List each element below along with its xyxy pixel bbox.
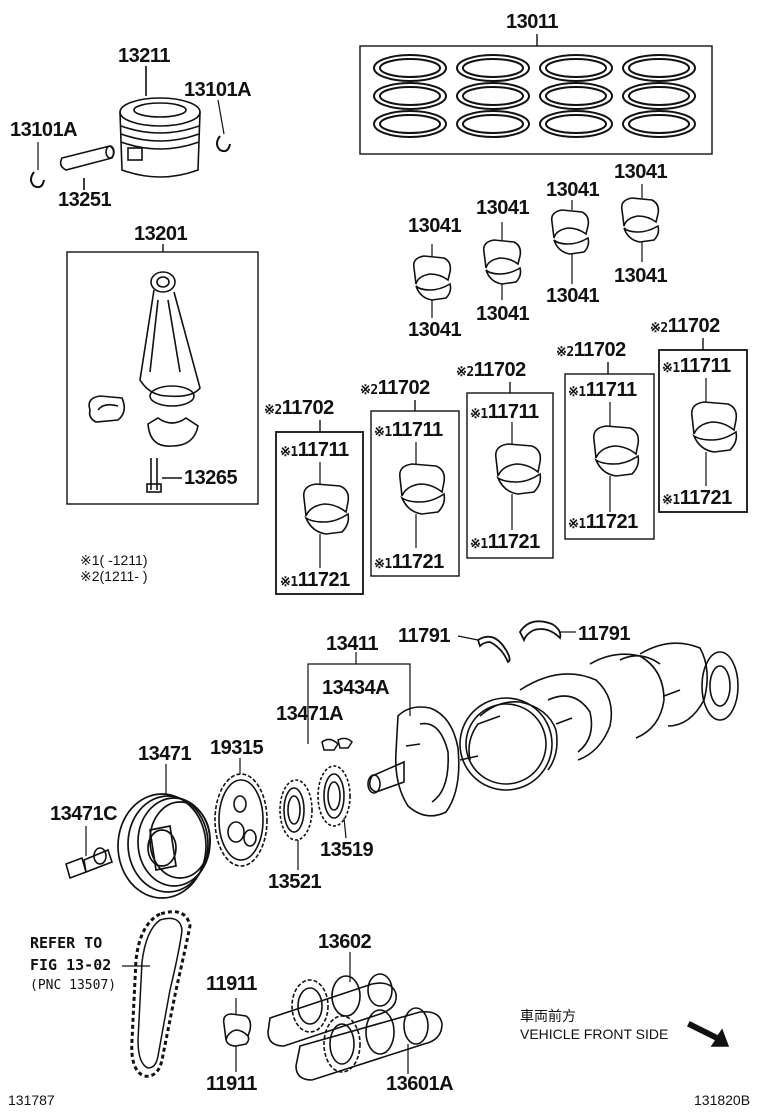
part-label-11721-3: ※111721: [470, 531, 540, 553]
drive-gear-19315: [214, 758, 268, 867]
part-label-11721-5: ※111721: [662, 487, 732, 509]
sprocket-13521: [279, 779, 313, 870]
part-label-13521: 13521: [268, 871, 322, 893]
main-bearing-5: [690, 378, 738, 486]
part-label-13411: 13411: [326, 633, 379, 655]
conrod-bearing-1: [412, 244, 452, 318]
main-bearing-2: [398, 442, 446, 548]
part-label-13041-h: 13041: [614, 265, 668, 287]
part-label-11791-left: 11791: [398, 625, 451, 647]
part-label-11711-1: ※111711: [280, 439, 349, 461]
conrod-bearing-3: [550, 200, 590, 284]
marker-1: ※1: [568, 517, 586, 532]
thrust-washer-right: [518, 620, 576, 643]
part-label-13519: 13519: [320, 839, 374, 861]
part-label-13211: 13211: [118, 45, 171, 67]
part-label-13101a-left: 13101A: [10, 119, 78, 141]
crankshaft: [367, 642, 739, 817]
part-label-13011: 13011: [506, 11, 559, 33]
footer-left-code: 131787: [8, 1092, 55, 1108]
conrod-bearing-4: [620, 184, 660, 262]
part-label-13265: 13265: [184, 467, 238, 489]
marker-1: ※1: [280, 575, 298, 590]
main-bearing-1: [302, 462, 350, 568]
woodruff-keys: [321, 737, 353, 751]
part-label-11911-top: 11911: [206, 973, 257, 995]
part-label-13041-a: 13041: [408, 215, 462, 237]
marker-2: ※2: [556, 345, 574, 360]
piston-ring-set: [373, 54, 696, 138]
sprocket-13519: [317, 765, 351, 839]
part-label-11702-2: ※211702: [360, 377, 430, 399]
marker-1: ※1: [470, 407, 488, 422]
main-bearing-4: [592, 402, 640, 512]
part-label-11711-4: ※111711: [568, 379, 637, 401]
part-label-13041-g: 13041: [614, 161, 668, 183]
marker-1: ※1: [662, 361, 680, 376]
part-label-11721-4: ※111721: [568, 511, 638, 533]
front-direction-jp: 車両前方: [520, 1008, 576, 1024]
marker-1: ※1: [568, 385, 586, 400]
part-label-13471c: 13471C: [50, 803, 118, 825]
marker-1: ※1: [662, 493, 680, 508]
snap-ring-left: [30, 142, 45, 189]
note-line-1: ※1( -1211): [80, 552, 148, 568]
front-arrow-icon: [686, 1020, 730, 1047]
pulley-bolt: [65, 826, 114, 880]
timing-chain: [130, 910, 192, 1078]
part-label-13471a: 13471A: [276, 703, 344, 725]
part-label-11711-2: ※111711: [374, 419, 443, 441]
piston: [119, 66, 201, 178]
part-label-13041-f: 13041: [546, 285, 600, 307]
part-label-11702-3: ※211702: [456, 359, 526, 381]
marker-1: ※1: [470, 537, 488, 552]
part-label-19315: 19315: [210, 737, 264, 759]
refer-line-1: REFER TO: [30, 934, 103, 952]
part-label-13471: 13471: [138, 743, 192, 765]
main-bearing-frame-4: [564, 373, 655, 540]
refer-line-3: (PNC 13507): [30, 978, 117, 993]
bearing-11911: [222, 998, 252, 1072]
balance-shafts: [267, 952, 443, 1081]
part-label-13601a: 13601A: [386, 1073, 454, 1095]
part-label-11911-bottom: 11911: [206, 1073, 257, 1095]
part-label-11702-5: ※211702: [650, 315, 720, 337]
conrod-bearing-2: [482, 222, 522, 300]
part-label-13251: 13251: [58, 189, 112, 211]
snap-ring-right: [216, 99, 231, 153]
marker-2: ※2: [360, 383, 378, 398]
marker-1: ※1: [374, 425, 392, 440]
footer-right-code: 131820B: [694, 1092, 751, 1108]
marker-2: ※2: [650, 321, 668, 336]
part-label-13041-c: 13041: [476, 197, 530, 219]
part-label-13041-e: 13041: [546, 179, 600, 201]
crankshaft-pulley: [117, 764, 211, 899]
refer-line-2: FIG 13-02: [30, 956, 112, 974]
part-label-13434a: 13434A: [322, 677, 390, 699]
marker-2: ※2: [264, 403, 282, 418]
front-direction-label: VEHICLE FRONT SIDE: [520, 1026, 669, 1042]
note-line-2: ※2(1211- ): [80, 568, 148, 584]
part-label-13602: 13602: [318, 931, 372, 953]
connecting-rod: [88, 271, 201, 493]
main-bearing-3: [494, 422, 542, 530]
part-label-13041-d: 13041: [476, 303, 530, 325]
marker-1: ※1: [280, 445, 298, 460]
part-label-11702-4: ※211702: [556, 339, 626, 361]
part-label-13041-b: 13041: [408, 319, 462, 341]
part-label-11702-1: ※211702: [264, 397, 334, 419]
part-label-11791-right: 11791: [578, 623, 631, 645]
part-label-11721-2: ※111721: [374, 551, 444, 573]
ring-set-frame: [359, 45, 713, 155]
marker-2: ※2: [456, 365, 474, 380]
marker-1: ※1: [374, 557, 392, 572]
part-label-11721-1: ※111721: [280, 569, 350, 591]
part-label-13101a-right: 13101A: [184, 79, 252, 101]
part-label-11711-3: ※111711: [470, 401, 539, 423]
part-label-13201: 13201: [134, 223, 188, 245]
thrust-washer-left: [457, 635, 511, 664]
part-label-11711-5: ※111711: [662, 355, 731, 377]
piston-pin: [59, 145, 115, 190]
